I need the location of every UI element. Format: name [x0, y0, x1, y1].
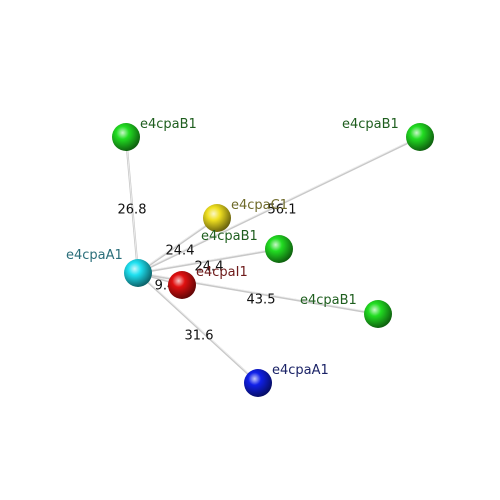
node-label-b1-topright: e4cpaB1	[342, 117, 399, 132]
edge-label-b1-mid: 24.4	[195, 260, 224, 275]
node-a1-blue	[244, 369, 272, 397]
edge-highlight	[125, 136, 139, 273]
edge-label-yellow: 24.4	[166, 244, 195, 259]
node-b1-topright	[406, 123, 434, 151]
node-b1-mid	[265, 235, 293, 263]
edge-highlight	[137, 135, 421, 273]
node-label-center: e4cpaA1	[66, 248, 123, 263]
edge-b1-mid	[137, 247, 280, 275]
edge-label-b1-right: 43.5	[247, 293, 276, 308]
node-yellow	[203, 204, 231, 232]
edge-a1-blue	[137, 272, 259, 384]
node-i1	[168, 271, 196, 299]
node-b1-right	[364, 300, 392, 328]
node-label-i1: e4cpaI1	[196, 265, 248, 280]
edge-label-a1-blue: 31.6	[185, 329, 214, 344]
edge-label-b1-topleft: 26.8	[118, 203, 147, 218]
edge-label-b1-topright: 56.1	[268, 203, 297, 218]
nodes-layer	[112, 123, 434, 397]
edge-yellow	[137, 217, 218, 274]
node-label-b1-mid: e4cpaB1	[201, 229, 258, 244]
node-label-b1-right: e4cpaB1	[300, 293, 357, 308]
node-b1-topleft	[112, 123, 140, 151]
node-label-b1-topleft: e4cpaB1	[140, 117, 197, 132]
node-label-a1-blue: e4cpaA1	[272, 363, 329, 378]
edge-highlight	[137, 247, 280, 273]
edge-highlight	[137, 216, 218, 273]
edge-highlight	[137, 271, 259, 383]
edge-b1-topright	[137, 136, 421, 274]
node-center	[124, 259, 152, 287]
node-label-yellow: e4cpaC1	[231, 198, 288, 213]
node-labels-layer: e4cpaA1 e4cpaB1 e4cpaB1 e4cpaC1 e4cpaB1 e4cpa…	[66, 117, 399, 378]
